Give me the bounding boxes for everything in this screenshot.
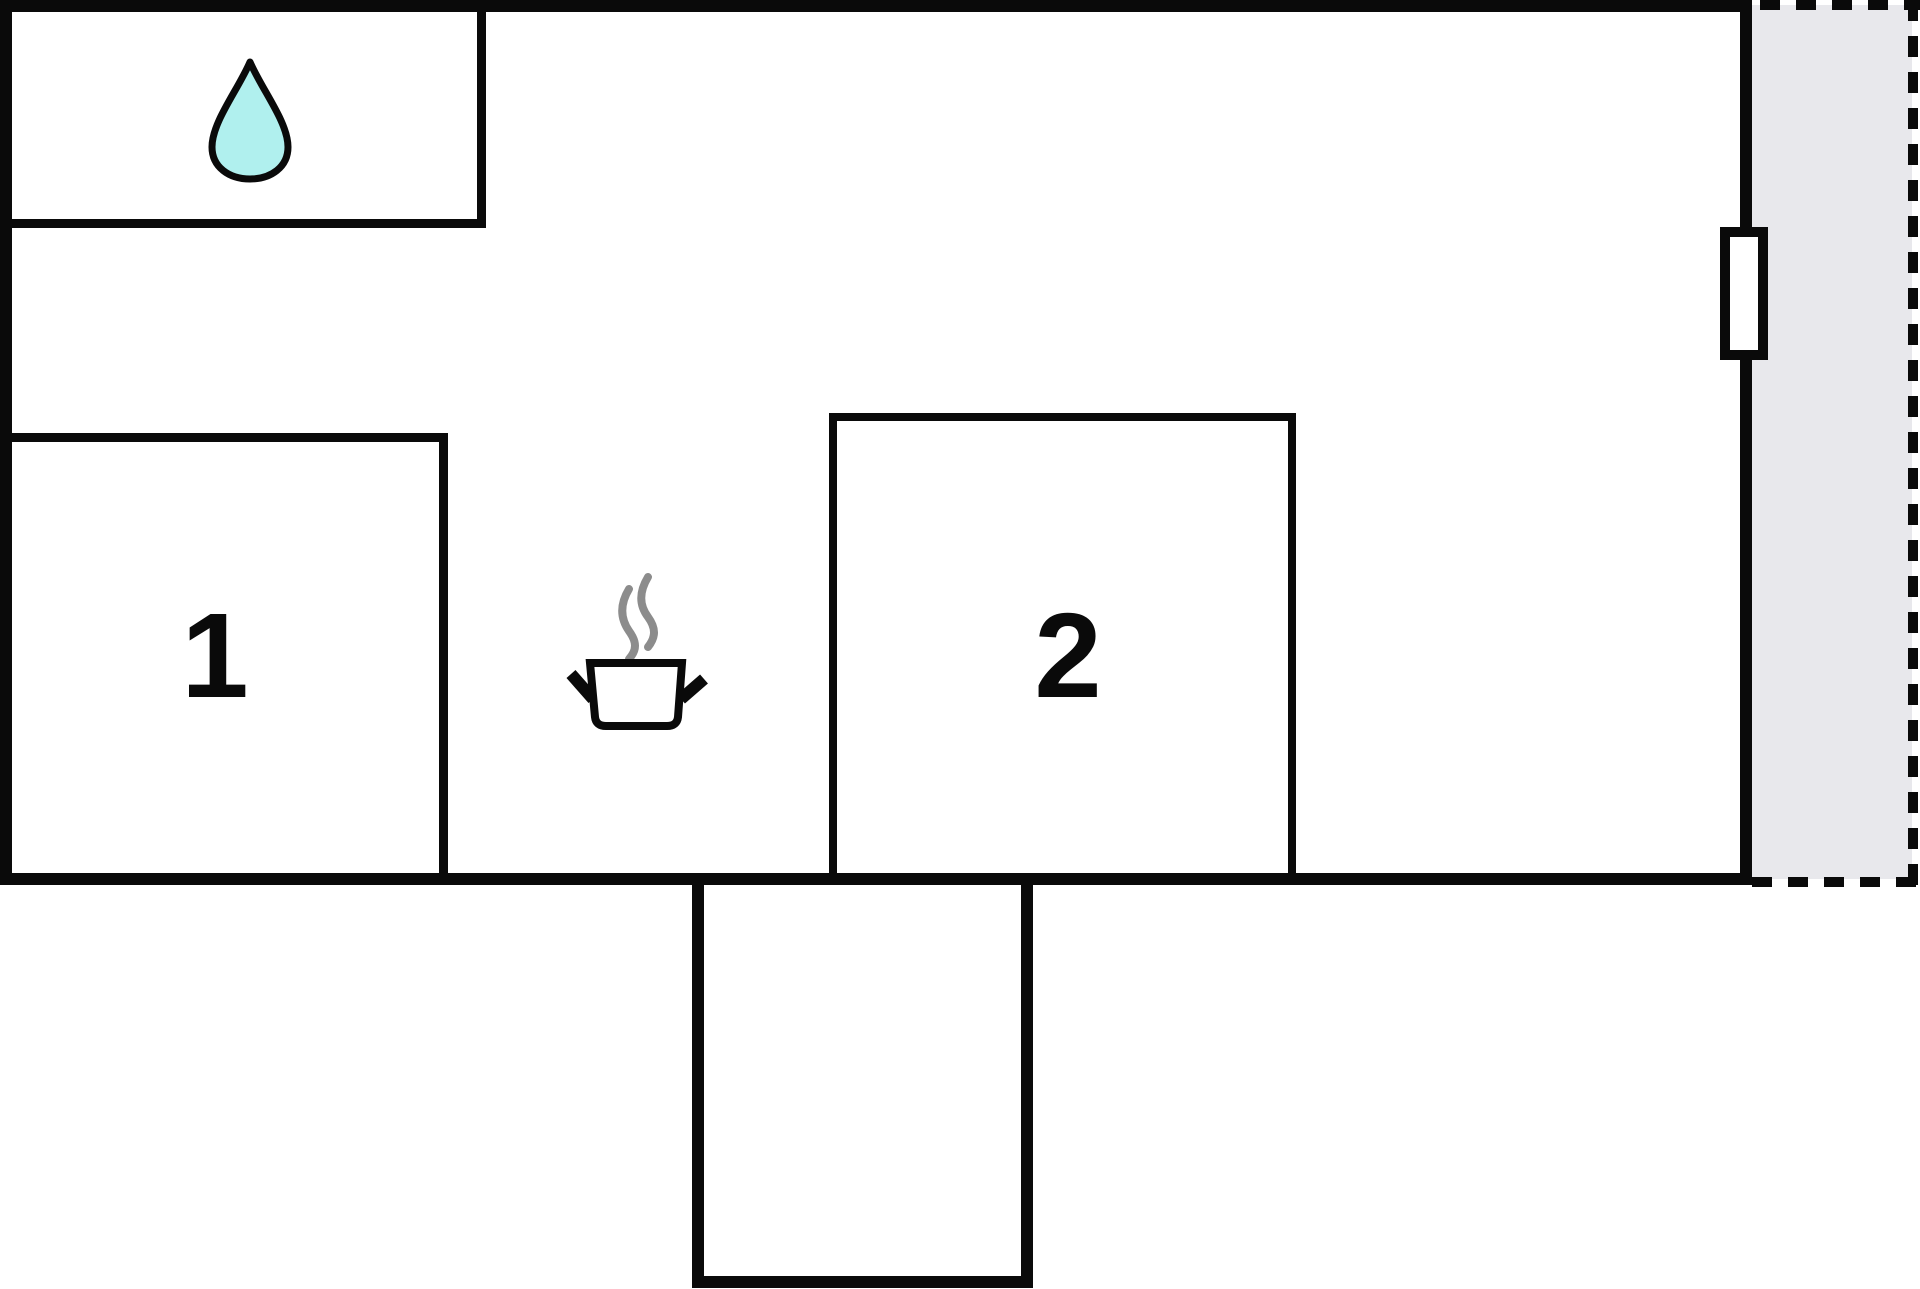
wall-bathroom-right [477, 0, 486, 228]
pot-body [585, 659, 687, 730]
wall-room2-right [1288, 413, 1296, 885]
steam-icon [637, 573, 658, 651]
water-drop-icon [208, 58, 292, 183]
wall-outer-right [1740, 0, 1752, 885]
wall-room1-right [439, 433, 448, 885]
wall-bathroom-bottom [0, 219, 486, 228]
wall-room2-left [829, 413, 837, 885]
room-2-label: 2 [1034, 587, 1101, 723]
window-marker [1720, 227, 1768, 360]
wall-entrance-bottom [692, 1276, 1033, 1288]
cooking-pot-icon [566, 573, 708, 730]
terrace-area [1752, 5, 1912, 879]
room-1-label: 1 [181, 587, 248, 723]
wall-outer-left [0, 0, 12, 885]
wall-room1-top [0, 433, 448, 442]
steam-icon [618, 585, 639, 663]
wall-outer-bottom [0, 873, 1752, 885]
wall-room2-top [829, 413, 1296, 421]
wall-entrance-right [1021, 873, 1033, 1288]
wall-outer-top [0, 0, 1752, 12]
wall-entrance-left [692, 873, 704, 1288]
pot-handle-right [677, 674, 708, 704]
